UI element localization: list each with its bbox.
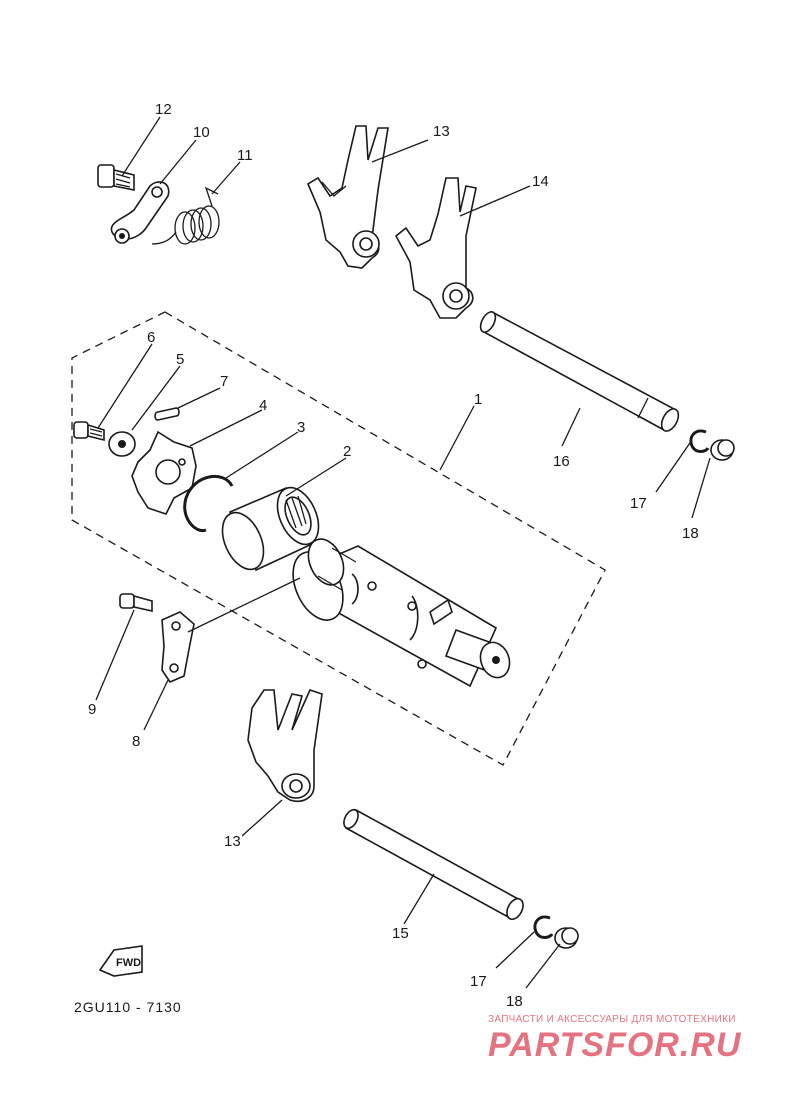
watermark: ЗАПЧАСТИ И АКСЕССУАРЫ ДЛЯ МОТОТЕХНИКИ PA… bbox=[488, 1014, 742, 1064]
part-3-circlip bbox=[183, 475, 234, 533]
watermark-logo: PARTSFOR.RU bbox=[488, 1026, 742, 1064]
callout-18-lower: 18 bbox=[506, 993, 523, 1010]
callout-labels: 12 10 11 13 14 6 5 7 4 3 2 1 16 17 18 9 … bbox=[88, 101, 699, 1010]
callout-13-lower: 13 bbox=[224, 833, 241, 850]
callout-17-lower: 17 bbox=[470, 973, 487, 990]
watermark-tagline: ЗАПЧАСТИ И АКСЕССУАРЫ ДЛЯ МОТОТЕХНИКИ bbox=[488, 1014, 736, 1025]
part-13-shift-fork-lower bbox=[247, 689, 323, 802]
part-9-screw bbox=[119, 593, 153, 612]
leader-lines bbox=[95, 116, 711, 989]
fwd-arrow-icon: FWD bbox=[98, 945, 143, 977]
part-10-stopper-lever bbox=[110, 181, 170, 244]
callout-8: 8 bbox=[132, 733, 140, 750]
callout-11: 11 bbox=[237, 147, 253, 164]
part-6-screw bbox=[73, 421, 105, 442]
callout-1: 1 bbox=[474, 391, 482, 408]
callout-17-upper: 17 bbox=[630, 495, 647, 512]
fwd-label: FWD bbox=[116, 957, 141, 969]
callout-15: 15 bbox=[392, 925, 409, 942]
assembly-boundary bbox=[71, 311, 606, 766]
diagram-code: 2GU110 - 7130 bbox=[74, 999, 182, 1015]
callout-6: 6 bbox=[147, 329, 155, 346]
part-13-shift-fork-upper bbox=[306, 125, 389, 269]
callout-12: 12 bbox=[155, 101, 172, 118]
callout-14: 14 bbox=[532, 173, 549, 190]
part-4-segment bbox=[131, 430, 197, 515]
part-7-dowel-pin bbox=[154, 407, 180, 421]
callout-16: 16 bbox=[553, 453, 570, 470]
callout-2: 2 bbox=[343, 443, 351, 460]
callout-10: 10 bbox=[193, 124, 210, 141]
part-16-guide-bar bbox=[479, 310, 680, 432]
callout-13-upper: 13 bbox=[433, 123, 450, 140]
part-2-bearing bbox=[221, 486, 320, 572]
part-8-plate bbox=[161, 611, 195, 683]
part-18-plug-upper bbox=[710, 439, 735, 461]
callout-5: 5 bbox=[176, 351, 184, 368]
part-1-shift-drum bbox=[292, 538, 511, 688]
callout-3: 3 bbox=[297, 419, 305, 436]
part-14-shift-fork bbox=[394, 177, 477, 319]
callout-9: 9 bbox=[88, 701, 96, 718]
part-15-guide-bar bbox=[343, 808, 524, 921]
part-18-plug-lower bbox=[554, 927, 579, 949]
callout-4: 4 bbox=[259, 397, 267, 414]
part-5-washer bbox=[108, 431, 136, 457]
part-12-bolt bbox=[97, 164, 135, 191]
part-17-circlip-upper bbox=[689, 429, 710, 453]
part-17-circlip-lower bbox=[533, 915, 554, 939]
callout-7: 7 bbox=[220, 373, 228, 390]
callout-18-upper: 18 bbox=[682, 525, 699, 542]
